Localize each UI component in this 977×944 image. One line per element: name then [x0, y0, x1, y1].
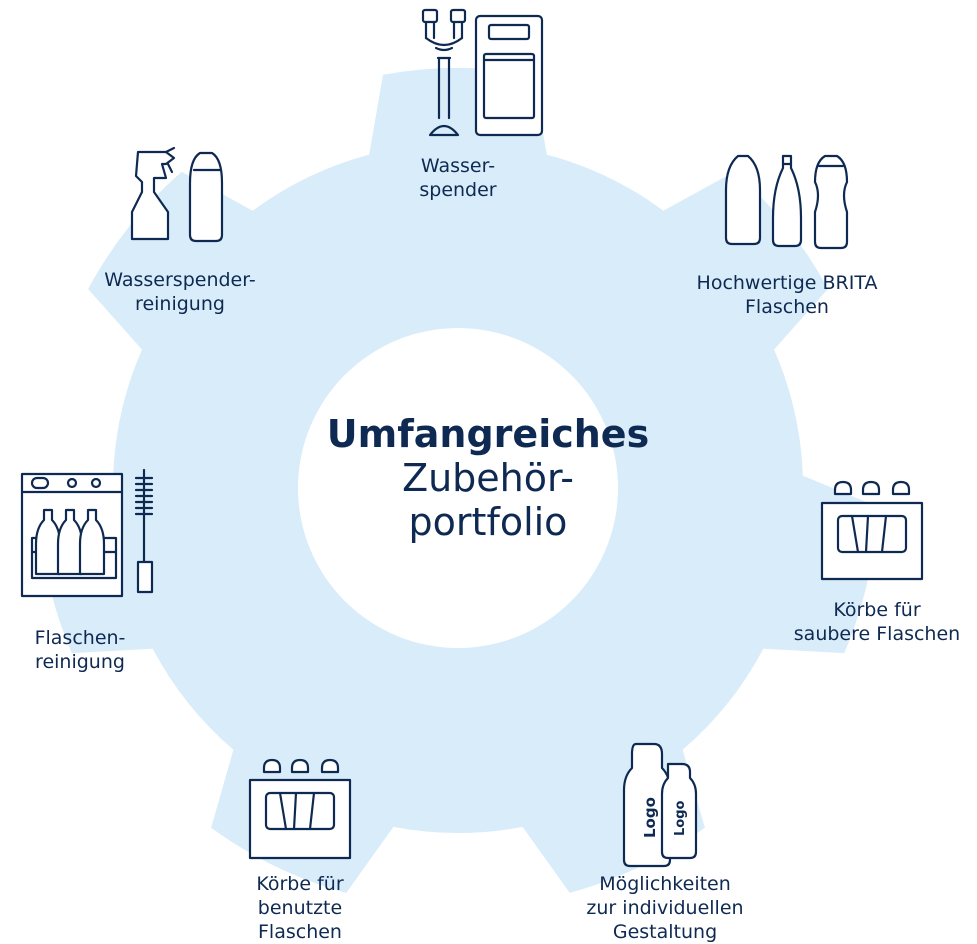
gear-hub — [298, 328, 618, 648]
logo-text: Logo — [673, 800, 688, 836]
water-dispenser-icon — [421, 8, 544, 137]
crate-icon — [820, 480, 924, 581]
logo-bottles-icon: Logo Logo — [622, 742, 698, 868]
label-water-dispenser: Wasser-spender — [419, 155, 497, 201]
logo-text: Logo — [641, 797, 659, 838]
label-bottle-cleaning: Flaschen-reinigung — [34, 627, 126, 673]
spray-bottle-icon — [130, 146, 224, 243]
crate-icon — [248, 758, 352, 860]
dishwasher-brush-icon — [20, 468, 154, 598]
label-dispenser-cleaning: Wasserspender-reinigung — [104, 269, 256, 315]
center-title-line2: Zubehör- — [402, 456, 574, 500]
bottles-icon — [724, 154, 849, 250]
center-title: Umfangreiches Zubehör- portfolio — [288, 412, 688, 544]
center-title-line3: portfolio — [408, 500, 568, 544]
center-title-line1: Umfangreiches — [326, 412, 650, 456]
